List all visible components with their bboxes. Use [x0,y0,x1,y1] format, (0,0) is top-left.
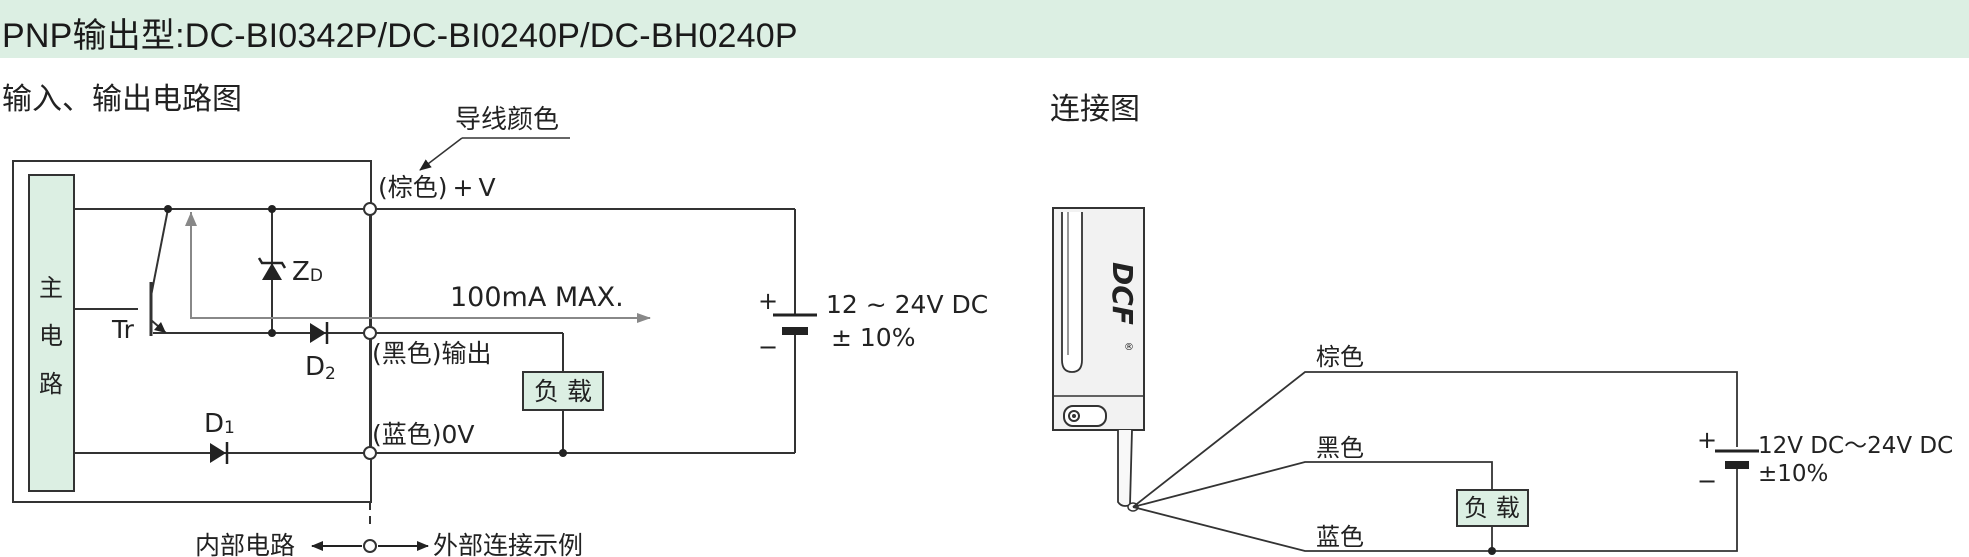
terminal-brown [363,202,377,216]
diode-d1-label: D1 [204,409,235,439]
terminal-black-label: (黑色)输出 [372,339,492,368]
header-bar [0,0,1969,58]
transistor-label: Tr [111,315,135,344]
page-title: PNP输出型:DC-BI0342P/DC-BI0240P/DC-BH0240P [2,17,798,55]
wire-color-callout-arrow [419,137,463,171]
main-circuit-char-3: 路 [39,370,63,398]
main-circuit-char-2: 电 [39,322,63,350]
supply-plus-sign: + [758,287,778,315]
load-box [522,371,604,411]
junction-dot [164,205,172,213]
supply-minus-sign: − [758,333,778,361]
wire-color-callout-label: 导线颜色 [455,105,559,135]
brand-logo: DCF [1106,262,1139,325]
terminal-blue [363,446,377,460]
wire-brown [1132,371,1738,508]
supply-minus-sign: − [1697,467,1717,495]
battery-short-plate [1725,461,1749,469]
junction-dot [268,329,276,337]
load-label: 负 载 [1464,494,1520,522]
current-max-label: 100mA MAX. [450,282,624,313]
diode-d2-icon [310,323,326,343]
connection-diagram: DCF ® 棕色 黑色 蓝色 负 载 + − 12V DC～24V DC ±10… [1052,207,1953,555]
wire-black-label: 黑色 [1316,434,1364,462]
circuit-components [154,137,817,553]
supply-voltage-label: 12V DC～24V DC [1758,433,1953,459]
current-flow-arrow [190,212,651,323]
terminal-blue-label: (蓝色)0V [372,420,475,449]
emitter-arrow [154,322,166,333]
sensor-cable [1117,429,1133,507]
boundary-circle [363,539,377,553]
junction-dot [268,205,276,213]
junction-dot [559,449,567,457]
main-circuit-box [28,174,75,492]
supply-tolerance-label: ±10% [1758,461,1828,487]
circuit-labels: 主 电 路 导线颜色 Tr ZD D2 D1 100mA MAX. (棕色) +… [39,105,988,557]
supply-voltage-label: 12 ~ 24V DC [826,290,988,319]
terminal-brown-label: (棕色) + V [378,173,496,202]
external-connection-label: 外部连接示例 [433,531,583,557]
wire-brown-label: 棕色 [1316,343,1364,371]
battery-short-plate [782,327,808,335]
diode-d1-icon [210,443,226,463]
sensor-body: DCF ® [1052,207,1145,431]
zener-label: ZD [292,257,323,287]
junction-dot [1488,547,1496,555]
registered-mark: ® [1124,342,1134,353]
internal-circuit-label: 内部电路 [195,531,295,557]
terminal-black [363,326,377,340]
load-label: 负 载 [534,377,592,406]
transistor-collector [150,208,169,297]
wire-blue [1132,467,1738,552]
wire-black [1132,461,1493,508]
connection-diagram-title: 连接图 [1050,92,1140,127]
load-box [1456,489,1529,527]
circuit-diagram-title: 输入、输出电路图 [2,82,242,117]
zener-diode-icon [262,263,282,280]
diode-d2-label: D2 [305,352,336,384]
wire-blue-label: 蓝色 [1316,523,1364,551]
supply-plus-sign: + [1697,426,1717,454]
zener-bar [257,257,287,269]
main-circuit-char-1: 主 [39,274,63,302]
supply-tolerance-label: ± 10% [831,323,915,352]
